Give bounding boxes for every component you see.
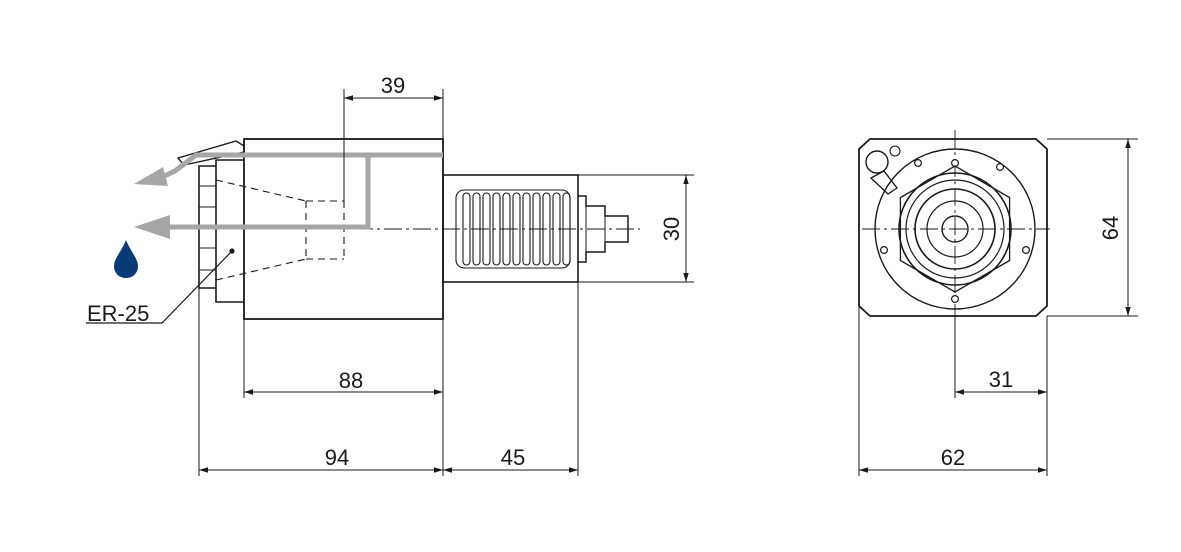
dim-31: 31 [989,367,1013,392]
serration-rib [482,192,491,266]
coolant-arrow-head-lower [134,215,170,239]
hex-nut [899,165,1011,293]
coolant-port-fitting [869,170,898,195]
flange-bolt-holes [879,159,1030,304]
serration-rib [462,192,471,266]
drive-tang [578,195,629,263]
shank-serration [455,189,571,269]
dim-64: 64 [1098,216,1123,240]
dim-94: 94 [325,445,349,470]
serration-rib [492,192,501,266]
dim-30: 30 [659,217,684,241]
front-housing [858,138,1048,317]
side-view: ER-25 39 30 88 94 45 [86,73,694,476]
front-view: 64 31 62 [858,130,1138,476]
serration-rib [522,192,531,266]
collet-label: ER-25 [87,301,149,326]
dim-88: 88 [339,368,363,393]
coolant-arrow-head-upper [134,167,168,186]
spindle-bore [941,215,969,243]
dim-62: 62 [941,445,965,470]
serration-rib [472,192,481,266]
hidden-collet-cone [215,179,345,281]
serration-rib [512,192,521,266]
collet-leader-line [86,250,233,324]
shank [442,174,579,283]
coolant-flow-arrows [156,152,443,230]
dim-45: 45 [501,445,525,470]
serration-rib [552,192,561,266]
coolant-port [865,150,889,174]
serration-rib [532,192,541,266]
water-drop-icon [114,240,138,278]
front-flange [874,148,1036,310]
serration-rib [502,192,511,266]
serration-rib [542,192,551,266]
dim-39: 39 [381,73,405,98]
serration-rib [562,192,571,266]
